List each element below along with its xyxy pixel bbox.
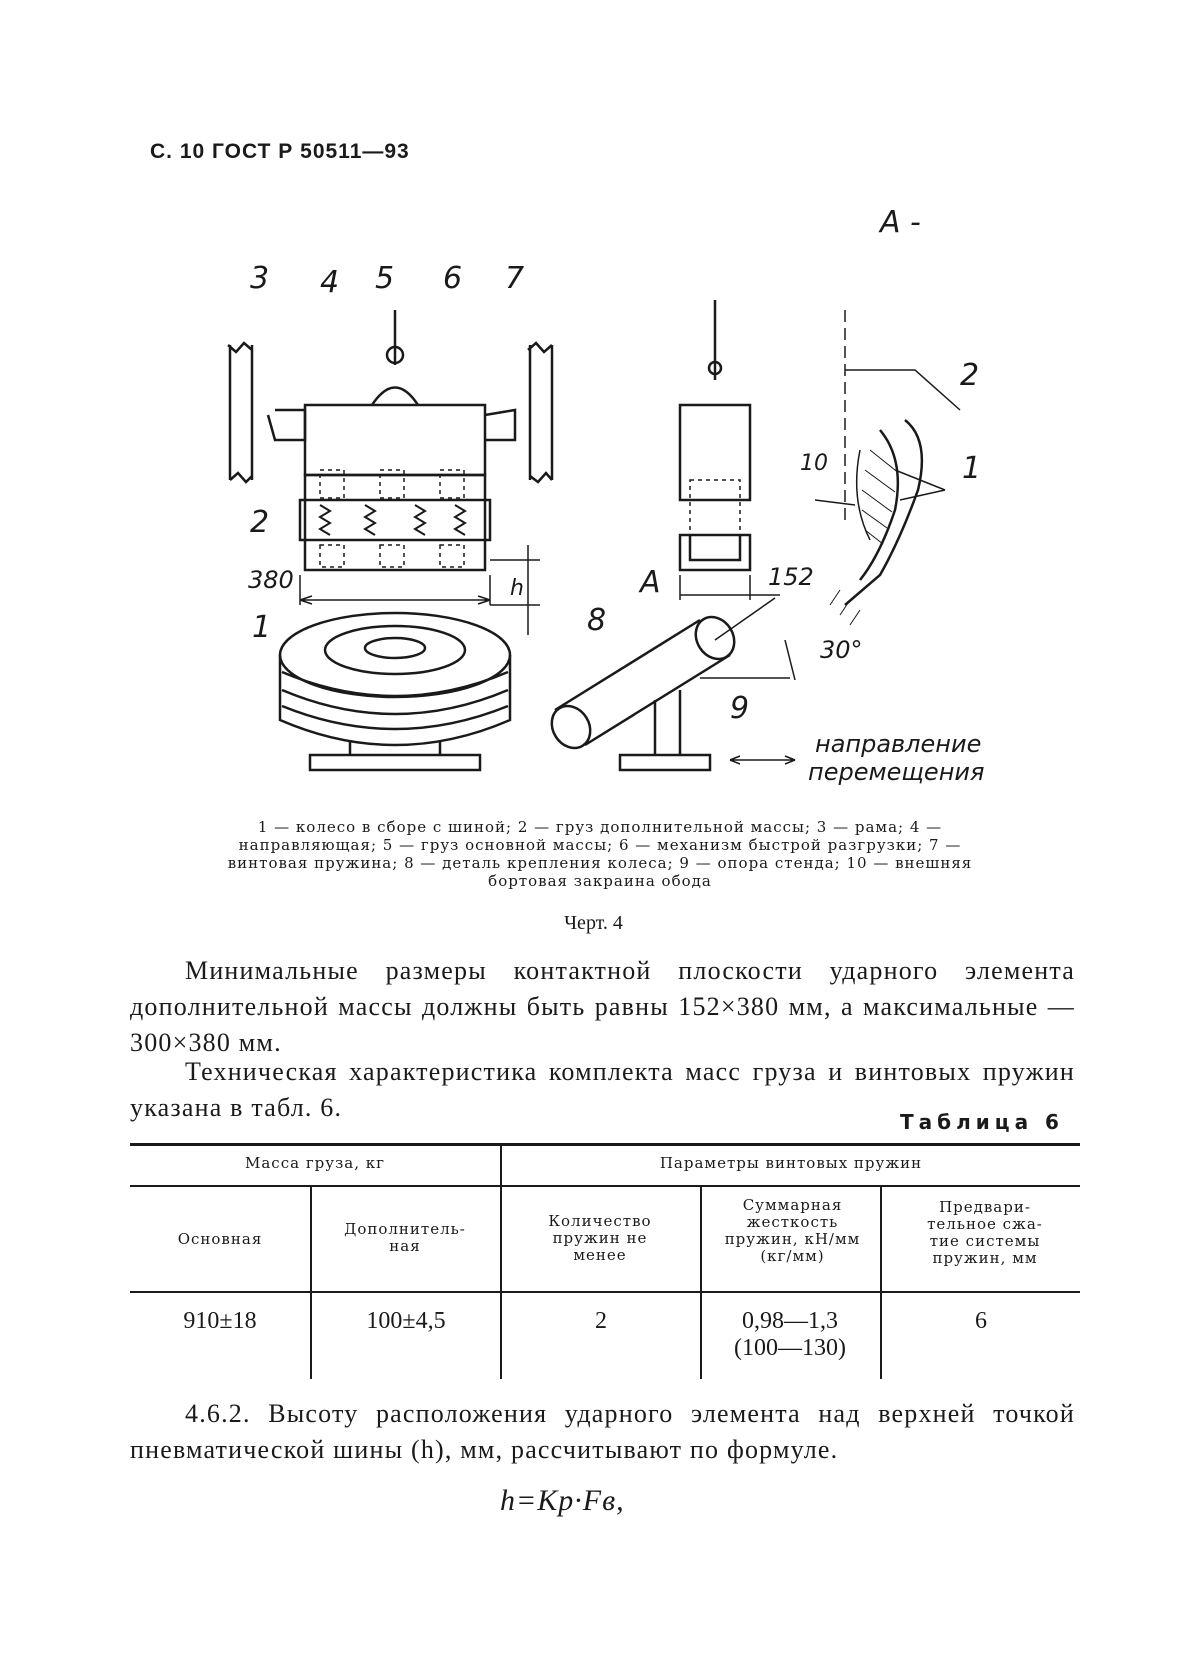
figure-caption: Черт. 4 <box>564 912 623 934</box>
wheel-fixture <box>554 618 731 747</box>
callout-9: 9 <box>730 691 749 726</box>
paragraph-4-6-2: 4.6.2. Высоту расположения ударного элем… <box>130 1399 1075 1464</box>
col-header-main: Основная <box>177 1230 263 1248</box>
side-base-plate <box>678 533 752 572</box>
paragraph-table-ref: Техническая характеристика комплекта мас… <box>130 1057 1075 1122</box>
dim-380-line <box>299 575 491 605</box>
col-header-precompression: Предвари-тельное сжа-тие системы пружин,… <box>927 1198 1043 1267</box>
dim-152: 152 <box>768 563 814 591</box>
view-label: А - <box>878 205 921 240</box>
frame-right <box>527 341 554 484</box>
callout-5: 5 <box>375 261 394 296</box>
cell-main-mass: 910±18 <box>183 1308 257 1334</box>
stand-support <box>618 690 712 772</box>
callout-1-right: 1 <box>962 451 981 486</box>
col-header-count: Количество пружин не менее <box>548 1212 652 1264</box>
guide-left <box>266 408 307 442</box>
guide-right <box>484 408 517 442</box>
callout-2-right: 2 <box>960 358 979 393</box>
group-header-mass: Масса груза, кг <box>245 1154 385 1172</box>
direction-label-2: перемещения <box>808 758 984 786</box>
dim-h: h <box>510 576 524 601</box>
cell-additional-mass: 100±4,5 <box>366 1308 446 1334</box>
dim-380: 380 <box>248 566 294 594</box>
cell-precompression: 6 <box>975 1308 987 1334</box>
col-header-additional: Дополнитель-ная <box>344 1220 466 1255</box>
figure-legend: 1 — колесо в сборе с шиной; 2 — груз доп… <box>227 818 973 890</box>
cell-spring-count: 2 <box>595 1308 607 1334</box>
table-title: Таблица 6 <box>900 1110 1064 1134</box>
direction-label-1: направление <box>815 730 981 758</box>
callout-3: 3 <box>250 261 269 296</box>
dim-h-line <box>490 545 540 635</box>
callout-A: А <box>638 565 661 600</box>
group-header-springs: Параметры винтовых пружин <box>659 1154 923 1172</box>
frame-left-bottom <box>229 471 253 484</box>
callout-2-left: 2 <box>250 505 269 540</box>
technical-drawing: 3 4 5 6 7 2 1 8 9 А 10 1 2 А - 380 h 152… <box>227 205 984 786</box>
formula: h=Kр·Fв, <box>500 1484 625 1517</box>
paragraph-min-dimensions: Минимальные размеры контактной плоскости… <box>130 956 1075 1057</box>
side-main-mass <box>678 403 752 502</box>
extra-mass-plate <box>298 498 492 542</box>
rim-flange <box>844 419 924 606</box>
callout-6: 6 <box>443 261 462 296</box>
stand-base-left <box>308 740 482 772</box>
springs <box>318 504 467 536</box>
callout-10: 10 <box>800 451 828 476</box>
page-header: С. 10 ГОСТ Р 50511—93 <box>150 140 410 163</box>
table-6: Масса груза, кг Параметры винтовых пружи… <box>130 1143 1080 1379</box>
col-header-stiffness: Суммарная жесткость пружин, кН/мм (кг/мм… <box>724 1196 861 1265</box>
frame-left <box>227 341 254 480</box>
callout-1-left: 1 <box>252 610 271 645</box>
callout-4: 4 <box>320 265 339 300</box>
callout-7: 7 <box>505 261 524 296</box>
cell-stiffness: 0,98—1,3 (100—130) <box>734 1308 846 1361</box>
release-hook <box>370 310 420 406</box>
main-mass-block <box>303 403 487 477</box>
angle-30: 30° <box>820 636 863 664</box>
callout-8: 8 <box>587 603 606 638</box>
